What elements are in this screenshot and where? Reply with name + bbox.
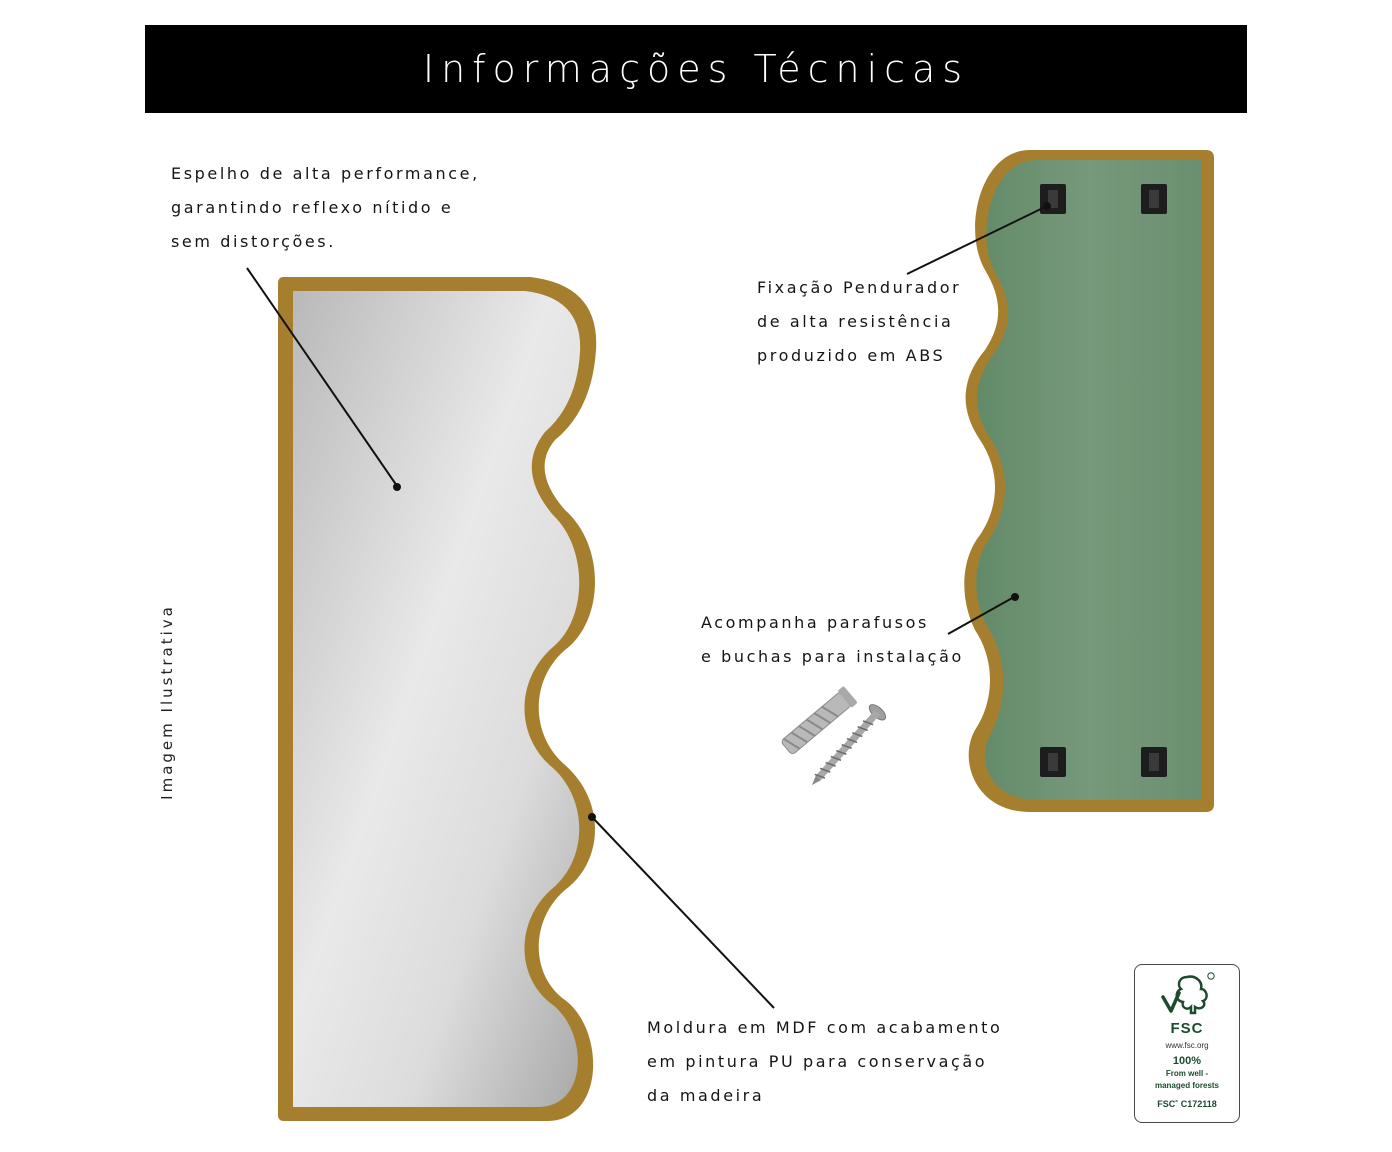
fsc-tree-icon	[1161, 972, 1215, 1015]
callout-mirror-line-2: garantindo reflexo nítido e	[171, 198, 454, 217]
back-panel	[976, 160, 1202, 800]
leader-screws-dot	[1011, 593, 1019, 601]
callout-screws-line-2: e buchas para instalação	[701, 647, 964, 666]
leader-frame-dot	[588, 813, 596, 821]
leader-hanger-dot	[1043, 202, 1051, 210]
leader-hanger	[906, 205, 1048, 275]
fsc-code: FSC˚ C172118	[1157, 1099, 1217, 1109]
leader-frame	[591, 816, 775, 1009]
callout-frame-line-1: Moldura em MDF com acabamento	[647, 1018, 1003, 1037]
page-title: Informações Técnicas	[422, 47, 970, 91]
callout-frame-line-3: da madeira	[647, 1086, 765, 1105]
callout-hanger-line-1: Fixação Pendurador	[757, 278, 962, 297]
callout-mirror-line-1: Espelho de alta performance,	[171, 164, 480, 183]
fsc-percent: 100%	[1172, 1055, 1202, 1067]
callout-mirror-line-3: sem distorções.	[171, 232, 336, 251]
callout-screws: Acompanha parafusos e buchas para instal…	[701, 606, 964, 674]
screw-and-plug-icon	[781, 686, 887, 786]
fsc-desc-line-1: From well -	[1165, 1069, 1209, 1078]
fsc-url: www.fsc.org	[1165, 1041, 1209, 1050]
mirror-glass	[293, 291, 581, 1107]
callout-mirror: Espelho de alta performance, garantindo …	[171, 157, 480, 259]
callout-frame-line-2: em pintura PU para conservação	[647, 1052, 988, 1071]
fsc-name: FSC	[1170, 1020, 1204, 1037]
callout-hanger-line-2: de alta resistência	[757, 312, 954, 331]
hanger-top-right	[1141, 184, 1167, 214]
callout-screws-line-1: Acompanha parafusos	[701, 613, 929, 632]
illustrative-image-note: Imagem Ilustrativa	[158, 604, 176, 800]
callout-hanger-line-3: produzido em ABS	[757, 346, 946, 365]
fsc-certification-badge: FSC www.fsc.org 100% From well - managed…	[1134, 964, 1240, 1123]
header-bar: Informações Técnicas	[145, 25, 1247, 113]
leader-screws	[947, 596, 1015, 635]
callout-hanger: Fixação Pendurador de alta resistência p…	[757, 271, 961, 373]
callout-frame: Moldura em MDF com acabamento em pintura…	[647, 1011, 1002, 1113]
hanger-bottom-left	[1040, 747, 1066, 777]
leader-mirror	[246, 267, 398, 487]
hanger-top-left	[1040, 184, 1066, 214]
fsc-desc-line-2: managed forests	[1154, 1081, 1220, 1090]
hanger-bottom-right	[1141, 747, 1167, 777]
leader-mirror-dot	[393, 483, 401, 491]
